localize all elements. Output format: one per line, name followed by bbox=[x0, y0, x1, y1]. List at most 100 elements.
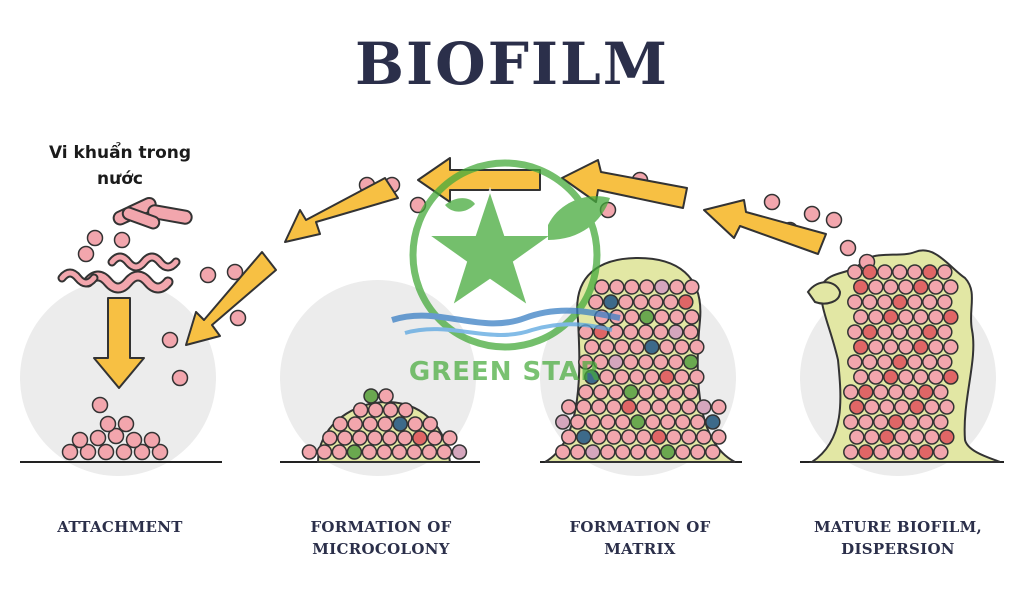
bacterium-cell bbox=[407, 416, 423, 432]
leaf-icon bbox=[548, 196, 610, 240]
bacterium-cell bbox=[898, 369, 914, 385]
bacterium-cell bbox=[894, 429, 910, 445]
bacterium-cell bbox=[97, 443, 115, 461]
bacterium-cell bbox=[711, 399, 727, 415]
bacterium-cell bbox=[584, 339, 600, 355]
bacterium-cell bbox=[608, 354, 624, 370]
bacterium-cell bbox=[858, 414, 874, 430]
bacterium-cell bbox=[591, 399, 607, 415]
bacterium-cell bbox=[681, 399, 697, 415]
bacterium-cell bbox=[451, 444, 468, 460]
bacterium-cell bbox=[600, 444, 616, 460]
bacterium-cell bbox=[633, 294, 649, 310]
bacterium-cell bbox=[117, 415, 135, 433]
bacterium-cell bbox=[696, 429, 712, 445]
bacterium-cell bbox=[352, 402, 369, 418]
bacterium-cell bbox=[77, 245, 95, 263]
bacterium-cell bbox=[683, 324, 699, 340]
bacterium-cell bbox=[660, 444, 676, 460]
bacterium-cell bbox=[659, 339, 675, 355]
bacterium-cell bbox=[392, 416, 408, 432]
bacterium-cell bbox=[883, 309, 899, 325]
bacterium-cell bbox=[892, 264, 908, 280]
bacterium-cell bbox=[638, 324, 654, 340]
down-arrow bbox=[93, 297, 145, 389]
bacterium-cell bbox=[888, 444, 904, 460]
bacterium-cell bbox=[868, 339, 884, 355]
bacterium-cell bbox=[382, 430, 398, 446]
bacterium-cell bbox=[352, 430, 368, 446]
bacteria-cells bbox=[61, 171, 959, 461]
bacterium-cell bbox=[843, 414, 859, 430]
bacterium-cell bbox=[161, 331, 179, 349]
bacterium-cell bbox=[862, 354, 878, 370]
bacterium-cell bbox=[928, 339, 944, 355]
bacterium-cell bbox=[668, 354, 684, 370]
bacterium-cell bbox=[937, 354, 953, 370]
bacterium-cell bbox=[937, 294, 953, 310]
bacterium-cell bbox=[624, 279, 640, 295]
bacterium-cell bbox=[711, 429, 727, 445]
bacterium-cell bbox=[943, 279, 959, 295]
bacterium-cell bbox=[939, 429, 955, 445]
bacterium-cell bbox=[922, 324, 938, 340]
bacterium-cell bbox=[608, 324, 624, 340]
bacterium-cell bbox=[61, 443, 79, 461]
logo-ring bbox=[409, 159, 601, 351]
bacterium-cell bbox=[684, 279, 700, 295]
bacterium-cell bbox=[705, 444, 721, 460]
bacterium-cell bbox=[584, 369, 600, 385]
straight-arrow bbox=[417, 157, 541, 203]
bacterium-cell bbox=[229, 309, 247, 327]
bacterium-cell bbox=[151, 443, 169, 461]
bacterium-cell bbox=[89, 429, 107, 447]
bacterium-cell bbox=[933, 444, 949, 460]
bacterium-cell bbox=[606, 399, 622, 415]
bacterium-cell bbox=[843, 384, 859, 400]
bacterium-cell bbox=[907, 294, 923, 310]
bacterium-cell bbox=[585, 414, 601, 430]
page-title: BIOFILM bbox=[355, 30, 669, 98]
bacterium-cell bbox=[937, 324, 953, 340]
bacterium-cell bbox=[939, 399, 955, 415]
bacterium-cell bbox=[561, 429, 577, 445]
bacterium-cell bbox=[377, 416, 393, 432]
bacterium-cell bbox=[322, 430, 338, 446]
bacterium-cell bbox=[862, 324, 878, 340]
bacterium-cell bbox=[849, 429, 865, 445]
bacterium-cell bbox=[858, 444, 874, 460]
bacterium-cell bbox=[337, 430, 353, 446]
bacterium-cell bbox=[853, 309, 869, 325]
bacterium-cell bbox=[615, 414, 631, 430]
green-star-logo bbox=[391, 159, 621, 351]
bacterium-cell bbox=[645, 414, 661, 430]
bacterium-cell bbox=[943, 309, 959, 325]
bacterium-cell bbox=[909, 399, 925, 415]
bacterium-cell bbox=[913, 309, 929, 325]
straight-arrow bbox=[703, 199, 827, 255]
bacterium-cell bbox=[909, 429, 925, 445]
bacterium-cell bbox=[898, 279, 914, 295]
bacterium-cell bbox=[913, 369, 929, 385]
bacterium-cell bbox=[125, 431, 143, 449]
bacterium-cell bbox=[588, 294, 604, 310]
bacterium-cell bbox=[107, 427, 125, 445]
bacterium-cell bbox=[654, 279, 670, 295]
bacterium-cell bbox=[922, 354, 938, 370]
bacterium-cell bbox=[226, 263, 244, 281]
bacterium-cell bbox=[91, 396, 109, 414]
bacterium-cell bbox=[868, 309, 884, 325]
bacterium-cell bbox=[629, 339, 645, 355]
bacterium-cell bbox=[71, 431, 89, 449]
bacterium-cell bbox=[570, 414, 586, 430]
bacterium-cell bbox=[331, 444, 348, 460]
bacterium-cell bbox=[79, 443, 97, 461]
bacterium-cell bbox=[422, 416, 438, 432]
bacterium-cell bbox=[924, 399, 940, 415]
bacterium-cell bbox=[406, 444, 423, 460]
bacterium-cell bbox=[427, 430, 443, 446]
bacterium-cell bbox=[363, 388, 379, 404]
bacterium-cell bbox=[332, 416, 348, 432]
bacterium-cell bbox=[873, 444, 889, 460]
bacterium-cell bbox=[683, 354, 699, 370]
